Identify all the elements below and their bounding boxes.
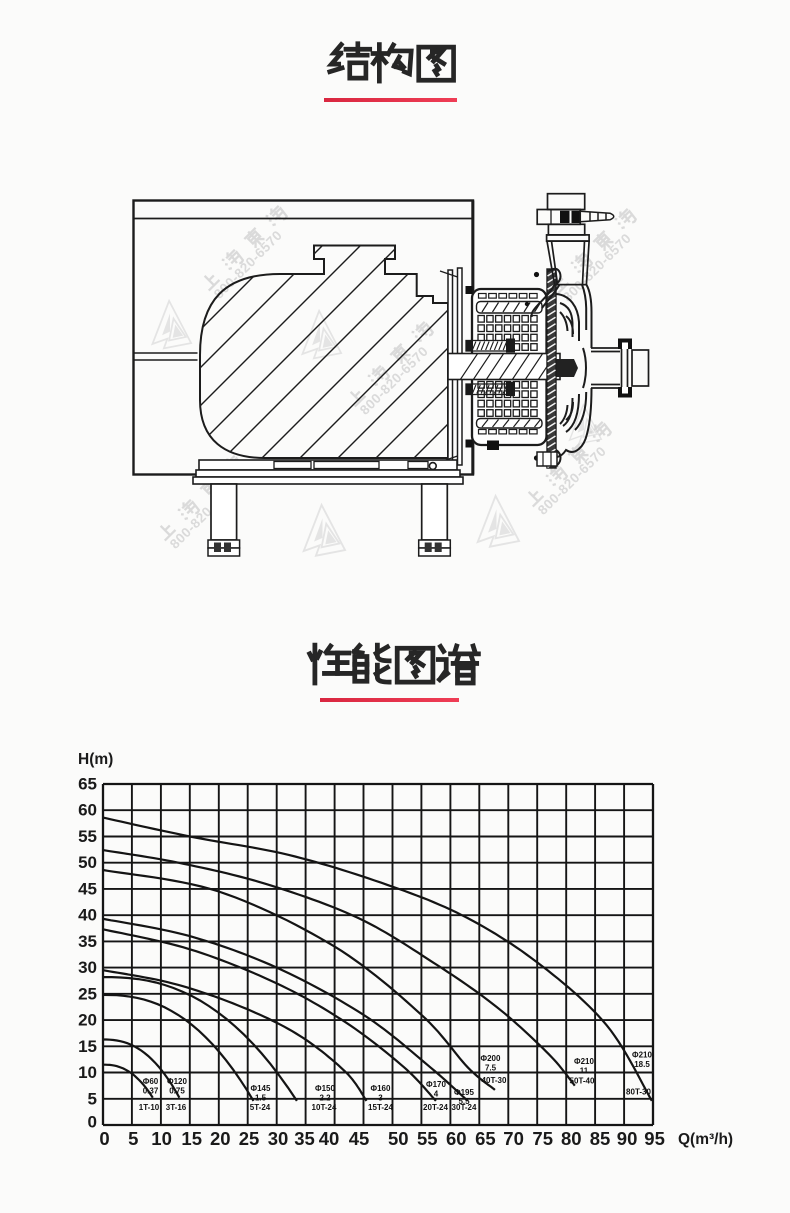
svg-text:80T-30: 80T-30 <box>626 1088 651 1097</box>
svg-text:15T-24: 15T-24 <box>368 1103 393 1112</box>
svg-text:20: 20 <box>78 1011 97 1030</box>
svg-text:10: 10 <box>78 1063 97 1082</box>
svg-text:Q(m³/h): Q(m³/h) <box>678 1131 733 1148</box>
svg-text:60: 60 <box>446 1128 467 1149</box>
svg-text:5.5: 5.5 <box>458 1097 470 1106</box>
svg-text:30T-24: 30T-24 <box>452 1103 477 1112</box>
svg-text:3T-16: 3T-16 <box>166 1103 187 1112</box>
svg-text:0.37: 0.37 <box>143 1087 159 1096</box>
svg-text:10: 10 <box>151 1128 172 1149</box>
svg-text:3: 3 <box>378 1094 383 1103</box>
svg-text:50: 50 <box>78 853 97 872</box>
svg-text:Φ210: Φ210 <box>632 1051 652 1060</box>
svg-text:45: 45 <box>349 1128 370 1149</box>
svg-text:25: 25 <box>78 984 97 1003</box>
svg-text:1.5: 1.5 <box>255 1094 267 1103</box>
svg-text:0: 0 <box>88 1113 97 1132</box>
svg-text:0.75: 0.75 <box>169 1087 185 1096</box>
svg-text:55: 55 <box>417 1128 438 1149</box>
svg-text:90: 90 <box>617 1128 638 1149</box>
svg-text:65: 65 <box>475 1128 496 1149</box>
svg-text:15: 15 <box>78 1037 97 1056</box>
svg-text:1T-10: 1T-10 <box>139 1103 160 1112</box>
svg-text:11: 11 <box>580 1067 589 1076</box>
svg-text:Φ120: Φ120 <box>167 1077 187 1086</box>
svg-text:95: 95 <box>644 1128 665 1149</box>
svg-text:Φ170: Φ170 <box>426 1080 446 1089</box>
svg-text:Φ210: Φ210 <box>574 1057 594 1066</box>
svg-text:Φ195: Φ195 <box>454 1088 474 1097</box>
svg-text:20T-24: 20T-24 <box>423 1103 448 1112</box>
svg-text:5: 5 <box>88 1089 97 1108</box>
svg-text:Φ160: Φ160 <box>371 1084 391 1093</box>
svg-text:40: 40 <box>319 1128 340 1149</box>
svg-text:0: 0 <box>99 1128 109 1149</box>
svg-text:30: 30 <box>78 958 97 977</box>
svg-text:25: 25 <box>239 1128 260 1149</box>
svg-text:35: 35 <box>78 932 97 951</box>
svg-text:55: 55 <box>78 827 97 846</box>
svg-text:65: 65 <box>78 775 97 794</box>
svg-text:5T-24: 5T-24 <box>250 1103 271 1112</box>
svg-text:40: 40 <box>78 906 97 925</box>
svg-text:60: 60 <box>78 801 97 820</box>
svg-text:75: 75 <box>532 1128 553 1149</box>
svg-text:20: 20 <box>210 1128 231 1149</box>
svg-text:50: 50 <box>388 1128 409 1149</box>
svg-text:50T-40: 50T-40 <box>570 1077 595 1086</box>
svg-text:40T-30: 40T-30 <box>482 1076 507 1085</box>
svg-text:30: 30 <box>268 1128 289 1149</box>
svg-text:45: 45 <box>78 879 97 898</box>
svg-text:H(m): H(m) <box>78 751 113 768</box>
svg-text:18.5: 18.5 <box>634 1060 650 1069</box>
svg-text:85: 85 <box>590 1128 611 1149</box>
svg-text:80: 80 <box>561 1128 582 1149</box>
svg-text:4: 4 <box>434 1090 439 1099</box>
svg-text:Φ60: Φ60 <box>143 1077 159 1086</box>
svg-text:7.5: 7.5 <box>485 1064 497 1073</box>
svg-text:Φ200: Φ200 <box>481 1054 501 1063</box>
svg-text:35: 35 <box>294 1128 315 1149</box>
svg-text:Φ150: Φ150 <box>315 1084 335 1093</box>
svg-text:10T-24: 10T-24 <box>312 1103 337 1112</box>
svg-text:5: 5 <box>128 1128 138 1149</box>
svg-text:2.2: 2.2 <box>319 1094 331 1103</box>
svg-text:70: 70 <box>503 1128 524 1149</box>
svg-text:15: 15 <box>181 1128 202 1149</box>
svg-text:Φ145: Φ145 <box>251 1084 271 1093</box>
